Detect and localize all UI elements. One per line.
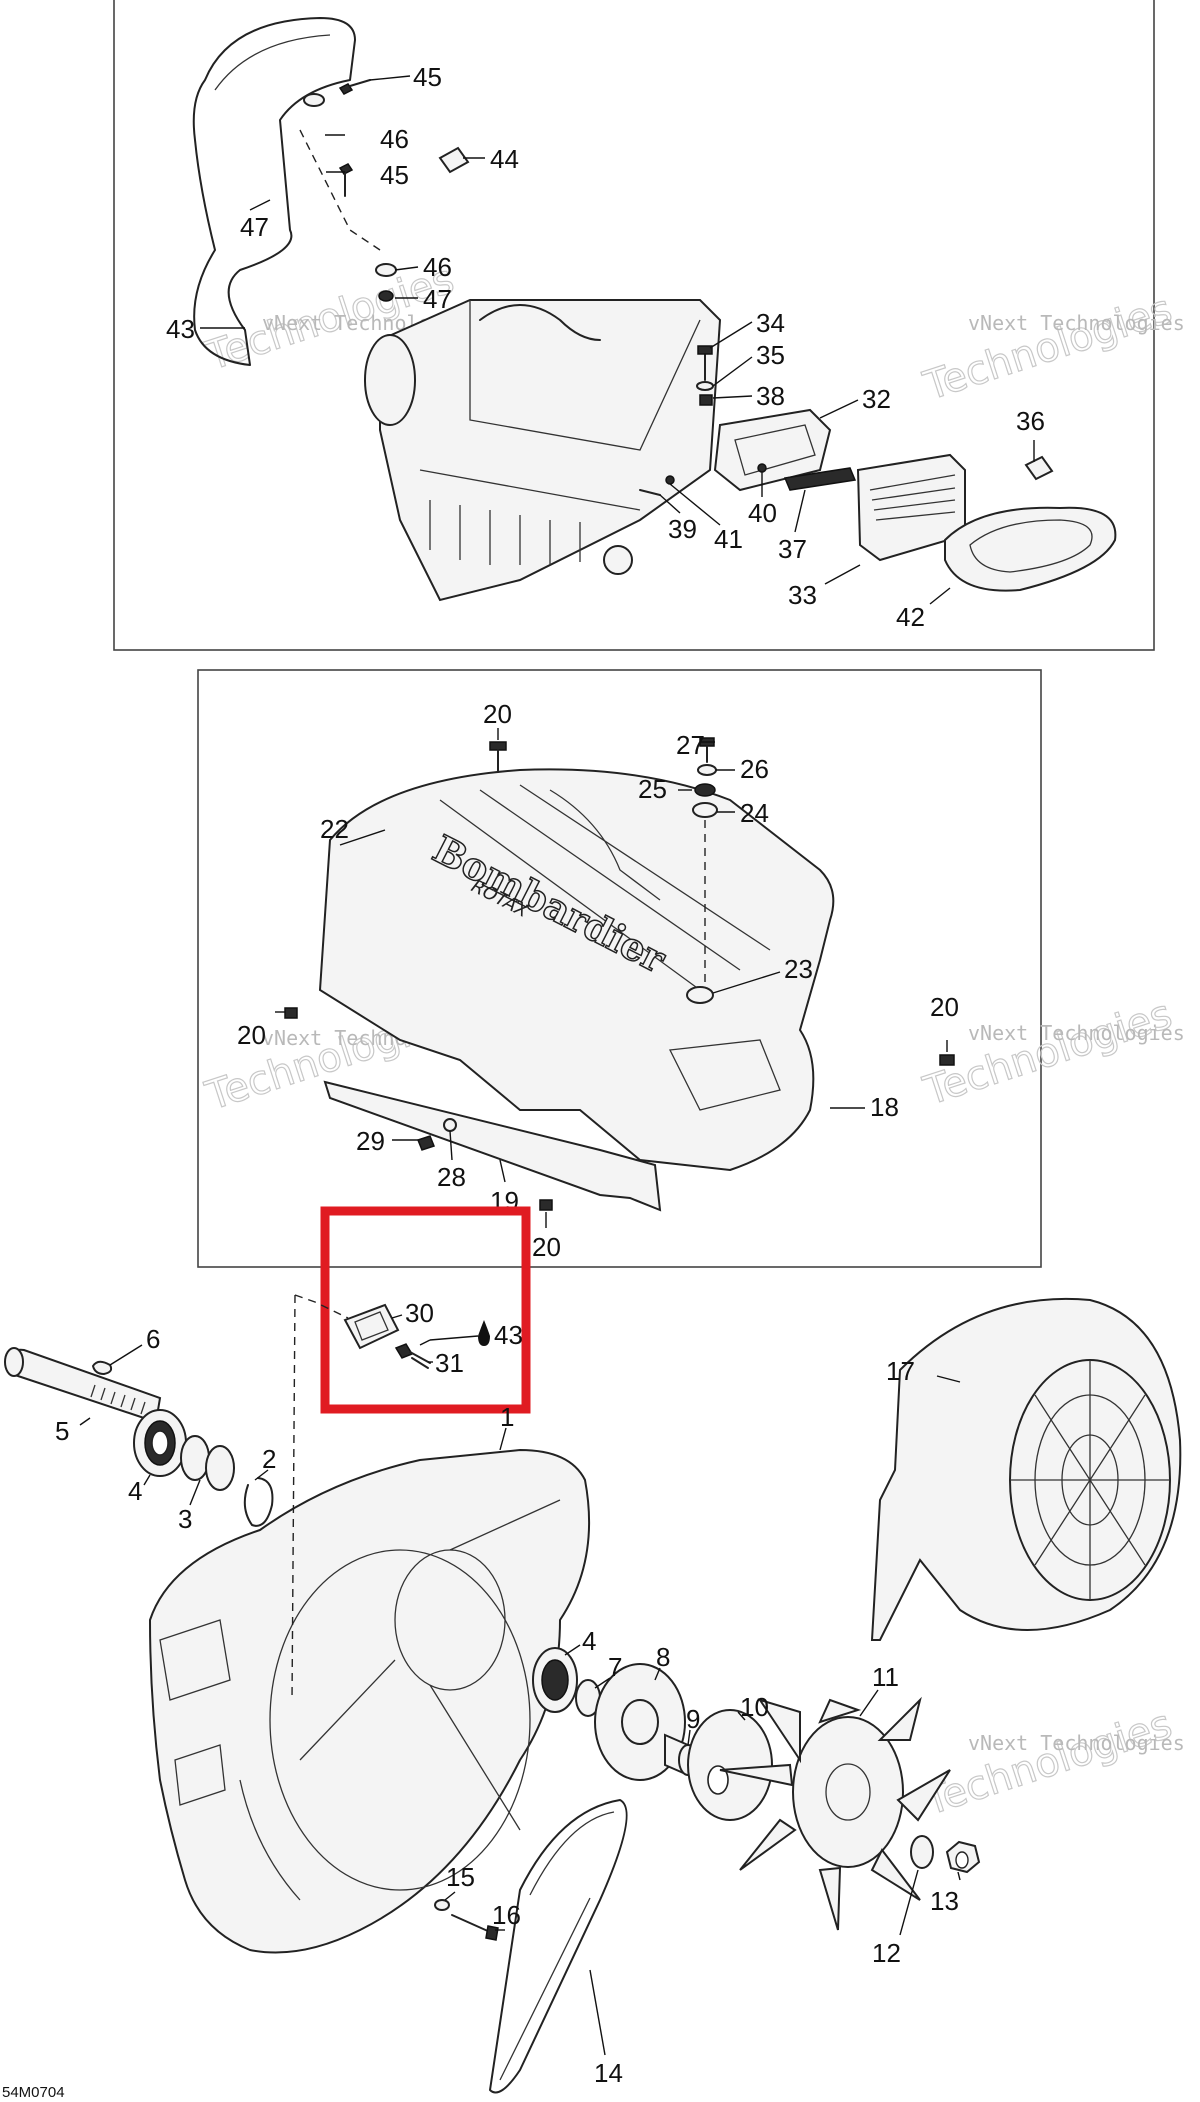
part-label-22: 22 — [320, 814, 349, 844]
watermark-text: vNext Technologies — [968, 311, 1185, 335]
part-label-8: 8 — [656, 1642, 670, 1672]
part-label-45: 45 — [413, 62, 442, 92]
part-label-12: 12 — [872, 1938, 901, 1968]
part-label-4: 4 — [128, 1476, 142, 1506]
part-label-13: 13 — [930, 1886, 959, 1916]
part-label-30: 30 — [405, 1298, 434, 1328]
part-label-7: 7 — [608, 1652, 622, 1682]
watermark-large: Technologies — [918, 286, 1178, 409]
part-label-47: 47 — [240, 212, 269, 242]
part-label-11: 11 — [872, 1662, 899, 1692]
watermark-text: vNext Technologies — [968, 1731, 1185, 1755]
part-label-10: 10 — [740, 1692, 769, 1722]
middle-panel-frame — [197, 669, 1042, 1268]
part-label-43: 43 — [166, 314, 195, 344]
part-label-46: 46 — [423, 252, 452, 282]
highlight-box — [320, 1206, 531, 1414]
part-label-27: 27 — [676, 730, 705, 760]
watermark-large: Technologies — [918, 1701, 1178, 1824]
fan-blades — [719, 1696, 951, 1931]
part-label-46: 46 — [380, 124, 409, 154]
part-label-5: 5 — [55, 1416, 69, 1446]
part-label-26: 26 — [740, 754, 769, 784]
part-label-4: 4 — [582, 1626, 596, 1656]
part-label-44: 44 — [490, 144, 519, 174]
part-label-16: 16 — [492, 1900, 521, 1930]
image-code: 54M0704 — [2, 2084, 65, 2101]
part-label-39: 39 — [668, 514, 697, 544]
part-label-1: 1 — [500, 1402, 514, 1432]
part-label-18: 18 — [870, 1092, 899, 1122]
top-panel-parts — [192, 17, 1117, 602]
part-label-29: 29 — [356, 1126, 385, 1156]
part-label-23: 23 — [784, 954, 813, 984]
part-label-35: 35 — [756, 340, 785, 370]
part-label-42: 42 — [896, 602, 925, 632]
part-label-34: 34 — [756, 308, 785, 338]
part-label-15: 15 — [446, 1862, 475, 1892]
part-label-6: 6 — [146, 1324, 160, 1354]
bottom-panel-callouts: 6 5 4 3 2 1 17 4 7 8 9 10 11 15 16 12 13… — [55, 1324, 961, 2088]
top-panel-frame — [113, 0, 1155, 651]
part-label-9: 9 — [686, 1704, 700, 1734]
part-label-38: 38 — [756, 381, 785, 411]
part-label-47: 47 — [423, 284, 452, 314]
middle-panel-parts: Bombardier ROTAX — [284, 737, 955, 1212]
part-label-36: 36 — [1016, 406, 1045, 436]
part-label-17: 17 — [886, 1356, 915, 1386]
highlighted-group: 30 43 31 — [294, 1206, 531, 1414]
part-label-37: 37 — [778, 534, 807, 564]
part-label-25: 25 — [638, 774, 667, 804]
part-label-20: 20 — [237, 1020, 266, 1050]
part-label-33: 33 — [788, 580, 817, 610]
bottom-panel-parts — [4, 1294, 1182, 2094]
part-label-20: 20 — [483, 699, 512, 729]
part-label-14: 14 — [594, 2058, 623, 2088]
part-label-43: 43 — [494, 1320, 523, 1350]
part-label-32: 32 — [862, 384, 891, 414]
part-label-31: 31 — [435, 1348, 464, 1378]
part-label-41: 41 — [714, 524, 743, 554]
part-label-20: 20 — [532, 1232, 561, 1262]
middle-panel-callouts: 20 27 26 25 24 22 23 20 20 18 29 28 19 2… — [237, 699, 959, 1262]
part-label-45: 45 — [380, 160, 409, 190]
part-label-2: 2 — [262, 1444, 276, 1474]
watermark-text: vNext Technologies — [968, 1021, 1185, 1045]
part-label-3: 3 — [178, 1504, 192, 1534]
part-label-40: 40 — [748, 498, 777, 528]
part-label-24: 24 — [740, 798, 769, 828]
part-label-20: 20 — [930, 992, 959, 1022]
part-label-28: 28 — [437, 1162, 466, 1192]
top-panel-callouts: 45 46 45 44 47 46 47 43 34 35 38 32 36 4… — [166, 62, 1045, 632]
